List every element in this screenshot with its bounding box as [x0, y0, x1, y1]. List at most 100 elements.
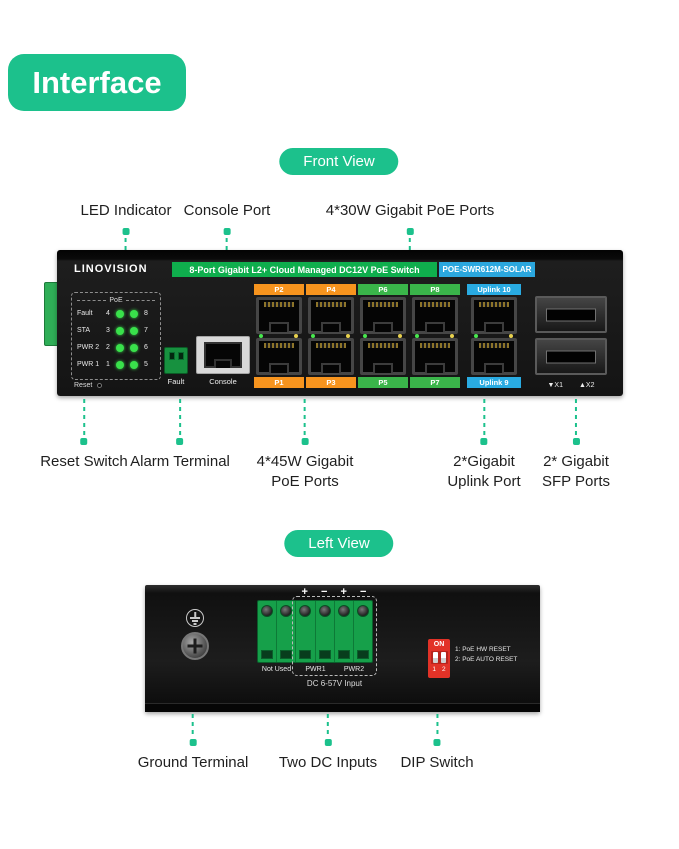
callout-reset-switch: Reset Switch [40, 399, 128, 472]
dip-number: 2 [442, 666, 446, 673]
callout-label: 4*30W Gigabit PoE Ports [325, 202, 495, 219]
terminal-slot [261, 650, 274, 659]
callout-line [124, 237, 127, 254]
led-port-number: 1 [106, 361, 110, 368]
poe-port-column-4: P8 P7 [410, 284, 460, 388]
callout-label: Alarm Terminal [130, 453, 230, 470]
rj45-port [308, 297, 354, 334]
terminal-slot [280, 650, 293, 659]
alarm-terminal-pin [177, 352, 184, 360]
poe-port-column-2: P4 P3 [306, 284, 356, 388]
callout-alarm-terminal: Alarm Terminal [130, 399, 230, 472]
callout-label: DIP Switch [400, 754, 474, 771]
callout-dot [572, 438, 580, 445]
terminal-slot [337, 650, 350, 659]
sfp-port-label: ▼X1 [547, 382, 564, 389]
callout-dot [433, 739, 441, 746]
dip-on-label: ON [433, 641, 445, 648]
rj45-port [308, 338, 354, 375]
reset-pinhole [97, 383, 103, 388]
alarm-terminal-pin [168, 352, 175, 360]
port-label: Uplink 9 [479, 378, 509, 387]
led-port-number: 8 [144, 310, 148, 317]
terminal-screw [318, 605, 331, 617]
switch-front-view: LINOVISION 8-Port Gigabit L2+ Cloud Mana… [57, 250, 623, 396]
ground-symbol-stem [194, 612, 196, 617]
port-label-strip: P7 [410, 377, 460, 388]
dip-toggle [432, 652, 438, 663]
terminal-screw [280, 605, 293, 617]
poe-port-column-3: P6 P5 [358, 284, 408, 388]
sfp-port-label: ▲X2 [579, 382, 595, 389]
rj45-port [412, 338, 458, 375]
callout-label: 2*Gigabit Uplink Port [447, 453, 521, 490]
callout-console-port: Console Port [183, 201, 271, 254]
callout-label: 2* Gigabit SFP Ports [541, 453, 611, 490]
callout-line [304, 399, 306, 435]
dip-toggles [430, 651, 448, 664]
device-banner: 8-Port Gigabit L2+ Cloud Managed DC12V P… [172, 262, 437, 277]
callout-dip-switch: DIP Switch [400, 714, 474, 773]
terminal-cell [258, 601, 278, 662]
terminal-cell [277, 601, 297, 662]
callout-line [327, 714, 329, 736]
rj45-port [471, 297, 517, 334]
port-label: P5 [378, 378, 388, 387]
callout-label: 4*45W Gigabit PoE Ports [256, 453, 354, 490]
callout-label: Ground Terminal [137, 754, 249, 771]
led-light [116, 360, 124, 369]
sfp-cage [535, 296, 607, 333]
callout-line [82, 399, 85, 435]
led-row-pwr2: PWR 2 2 6 [77, 339, 155, 356]
terminal-group-label: Not Used [261, 666, 292, 673]
callout-dot [189, 739, 197, 746]
terminal-screw [299, 605, 312, 617]
dip-switch-notes: 1: PoE HW RESET 2: PoE AUTO RESET [455, 645, 517, 665]
callout-label: Console Port [183, 202, 271, 219]
led-port-number: 3 [106, 327, 110, 334]
sfp-ports: ▼X1 ▲X2 [534, 296, 608, 389]
divider-line [125, 299, 156, 301]
ground-terminal-screw [181, 632, 209, 660]
callout-label: Reset Switch [40, 453, 128, 470]
callout-led-indicator: LED Indicator [80, 201, 172, 254]
terminal-group-label: PWR1 [305, 666, 326, 673]
terminal-slot [356, 650, 369, 659]
callout-label: LED Indicator [80, 202, 172, 219]
led-port-number: 6 [144, 344, 148, 351]
polarity-sign: + [340, 586, 347, 598]
led-row-pwr1: PWR 1 1 5 [77, 356, 155, 373]
led-light [130, 309, 138, 318]
front-view-badge-label: Front View [303, 153, 375, 170]
poe-group-label: PoE [109, 296, 123, 304]
device-model: POE-SWR612M-SOLAR [439, 262, 535, 277]
terminal-cell [354, 601, 372, 662]
callout-sfp-ports: 2* Gigabit SFP Ports [542, 399, 610, 492]
led-port-number: 4 [106, 310, 110, 317]
front-view-badge: Front View [279, 148, 399, 175]
port-label-strip: P3 [306, 377, 356, 388]
led-light [130, 343, 138, 352]
port-label: P3 [326, 378, 336, 387]
port-label: P6 [378, 285, 388, 294]
led-port-number: 7 [144, 327, 148, 334]
dip-number: 1 [432, 666, 436, 673]
port-label-strip: P6 [358, 284, 408, 295]
terminal-screw [337, 605, 350, 617]
dip-note-line: 2: PoE AUTO RESET [455, 656, 518, 663]
alarm-terminal-label: Fault [167, 377, 185, 386]
polarity-sign: + [301, 586, 308, 598]
callout-line [226, 237, 228, 254]
divider-line [77, 299, 107, 301]
terminal-cell [316, 601, 335, 662]
rj45-port [256, 338, 302, 375]
polarity-sign: − [321, 586, 328, 598]
ground-symbol-bar [192, 620, 198, 622]
port-label: P8 [430, 285, 440, 294]
terminal-cell [335, 601, 354, 662]
callout-dot [176, 438, 184, 445]
port-label-strip: Uplink 10 [467, 284, 521, 295]
left-view-badge-label: Left View [308, 535, 370, 552]
terminal-screw [356, 605, 369, 617]
dc-terminal-signs: + − + − [295, 586, 373, 598]
